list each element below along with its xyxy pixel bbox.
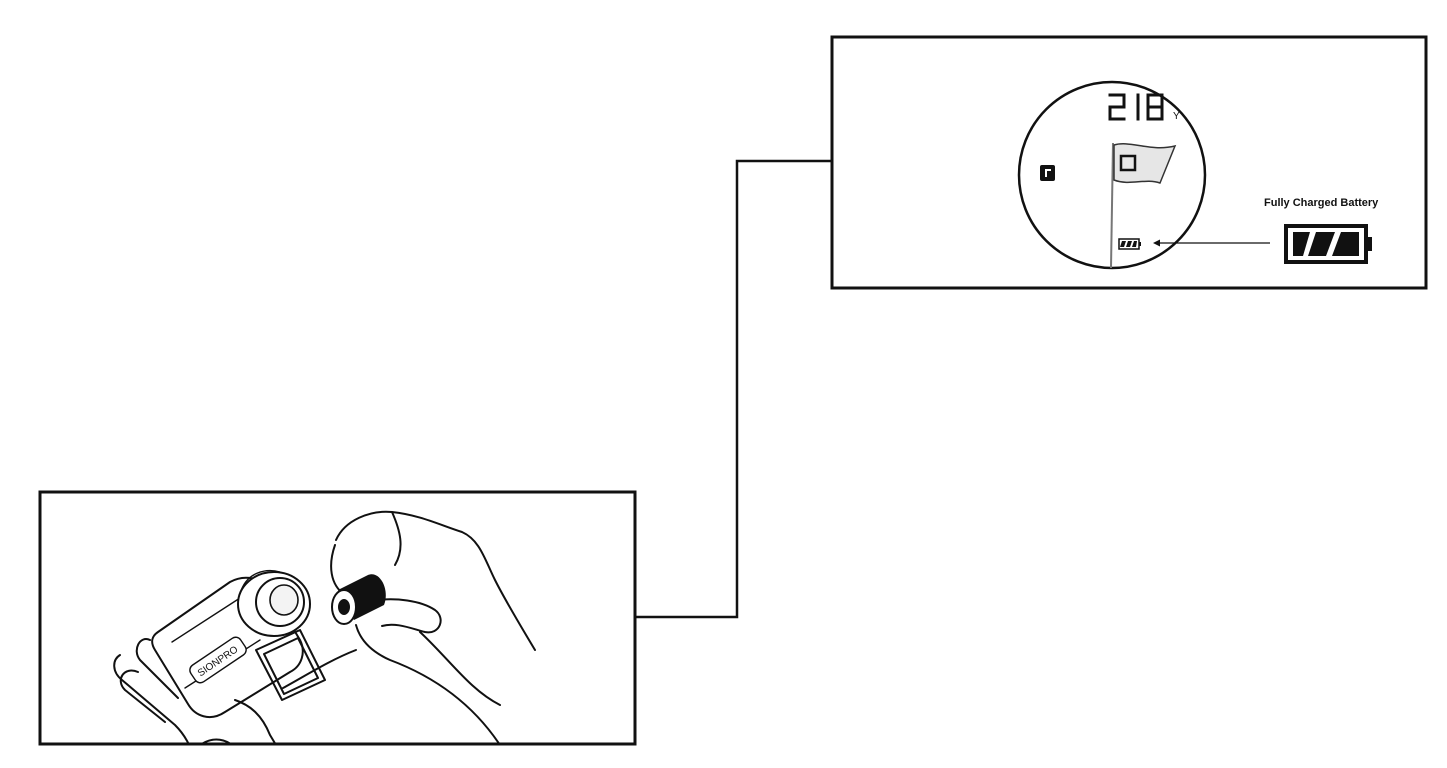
flag-shape [1113,143,1177,184]
distance-unit: Y [1173,111,1180,122]
battery-cylinder [331,574,386,625]
distance-digits [1108,93,1164,121]
battery-bar-3 [1332,232,1359,256]
callout-arrow [1153,239,1270,247]
battery-bar-2 [1308,232,1335,256]
flag-pole [1110,142,1114,269]
device-panel: SIONPRO [38,490,637,746]
display-panel: Y 218 0 Fully Charged Battery [830,35,1428,290]
battery-door [255,629,326,701]
battery-full-icon [1284,224,1372,264]
battery-bar-1 [1293,232,1310,256]
battery-indicator-icon [1118,238,1141,250]
left-hand [113,638,276,743]
right-hand [330,510,536,743]
connector-line [636,159,832,619]
door-strap [282,649,357,689]
flag-mode-icon [1040,165,1055,181]
battery-callout-label: Fully Charged Battery [1264,197,1379,209]
flag-readout [1119,154,1137,172]
eyepiece [237,569,311,637]
